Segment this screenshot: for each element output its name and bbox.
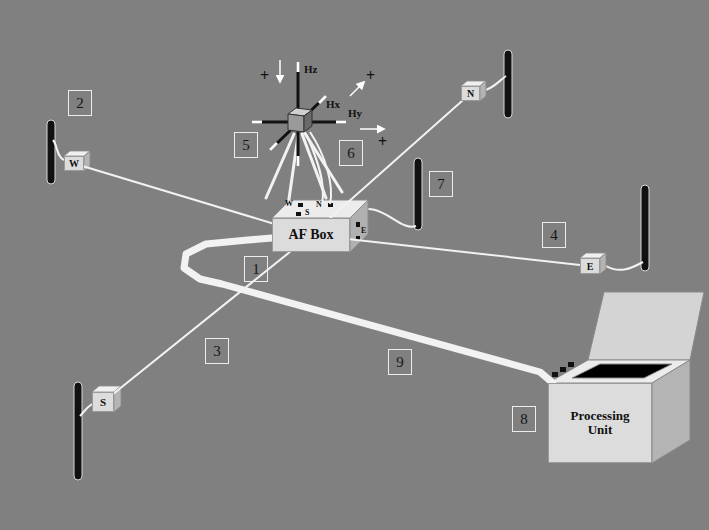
- axis-label: Hx: [326, 99, 340, 110]
- cable: [84, 167, 272, 224]
- callout-number: 1: [244, 256, 268, 282]
- callout-number: 3: [205, 338, 229, 364]
- cable: [330, 101, 462, 218]
- electrode-box: N: [461, 86, 480, 101]
- connector-label: N: [316, 201, 322, 209]
- af-box: AF Box: [272, 218, 350, 252]
- connector-label: W: [285, 200, 293, 208]
- callout-number: 4: [542, 222, 566, 248]
- electrode-box: W: [64, 156, 84, 171]
- callout-number: 6: [339, 140, 363, 166]
- electrode-wire: [53, 76, 643, 416]
- cable: [114, 252, 290, 393]
- connector-label: S: [305, 209, 309, 217]
- electrode-box: E: [580, 258, 600, 274]
- magnetometer-axis: [252, 62, 346, 166]
- callout-number: 9: [388, 349, 412, 375]
- processing-unit-faces: [548, 292, 704, 463]
- polarity-sign: +: [260, 68, 269, 84]
- callout-number: 8: [512, 406, 536, 432]
- cable: [350, 239, 580, 265]
- electrode-box-faces: [64, 81, 606, 412]
- polarity-sign: +: [366, 68, 375, 84]
- electrode-box: S: [92, 392, 114, 412]
- cable: [184, 238, 553, 383]
- callout-number: 7: [429, 171, 453, 197]
- unit-name: Processing Unit: [564, 409, 636, 438]
- box-label: S: [100, 396, 106, 408]
- callout-number: 5: [234, 132, 258, 158]
- box-label: AF Box: [289, 227, 334, 242]
- connector-label: E: [361, 227, 366, 235]
- axis-label: Hz: [304, 64, 317, 75]
- processing-unit: Processing Unit: [548, 383, 652, 463]
- box-label: E: [587, 261, 594, 272]
- axis-label: Hy: [348, 108, 362, 119]
- box-label: W: [69, 158, 79, 169]
- callout-number: 2: [68, 90, 92, 116]
- box-label: N: [467, 88, 474, 99]
- magnetometer-cable: [306, 132, 331, 204]
- processing-unit-connector: [552, 362, 574, 377]
- axis-arrow: [280, 60, 384, 129]
- polarity-sign: +: [378, 134, 387, 150]
- magnetometer-cube: [288, 108, 312, 132]
- af-box-faces: [272, 200, 368, 252]
